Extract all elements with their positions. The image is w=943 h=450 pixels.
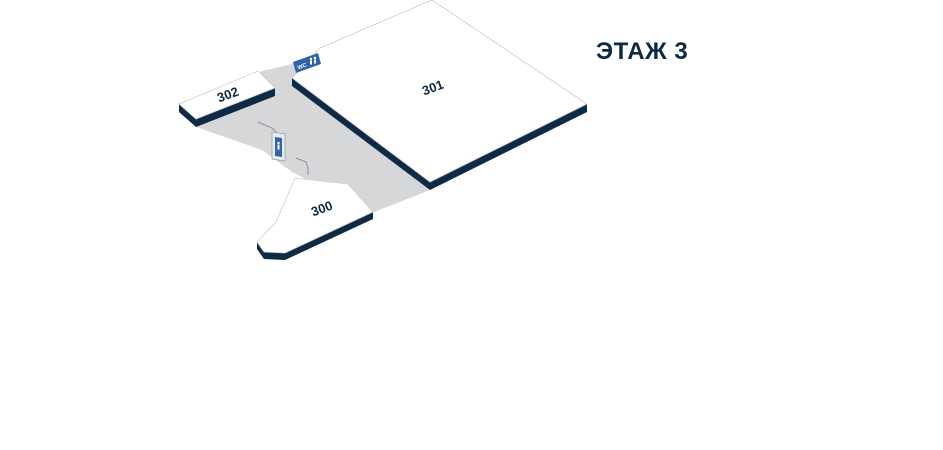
corridor-wall-line	[295, 157, 309, 175]
restroom-badge[interactable]: WC	[293, 53, 321, 73]
room-301-wall	[292, 78, 587, 190]
wc-label: WC	[297, 63, 308, 72]
room-301[interactable]: 301	[291, 0, 588, 190]
room-300-floor	[256, 177, 374, 254]
room-302[interactable]: 302	[178, 70, 276, 127]
restroom-icon	[309, 56, 317, 65]
elevator-person-head	[277, 141, 280, 145]
elevator-person-body	[277, 144, 280, 150]
room-300-label: 300	[309, 198, 335, 220]
room-301-label: 301	[420, 77, 446, 99]
floor-title: ЭТАЖ 3	[596, 38, 689, 65]
elevator-sign[interactable]	[271, 131, 286, 162]
room-300-wall	[257, 212, 373, 260]
room-301-floor	[291, 0, 588, 183]
room-302-label: 302	[215, 84, 241, 106]
room-300[interactable]: 300	[256, 177, 374, 260]
room-302-floor	[178, 70, 276, 120]
